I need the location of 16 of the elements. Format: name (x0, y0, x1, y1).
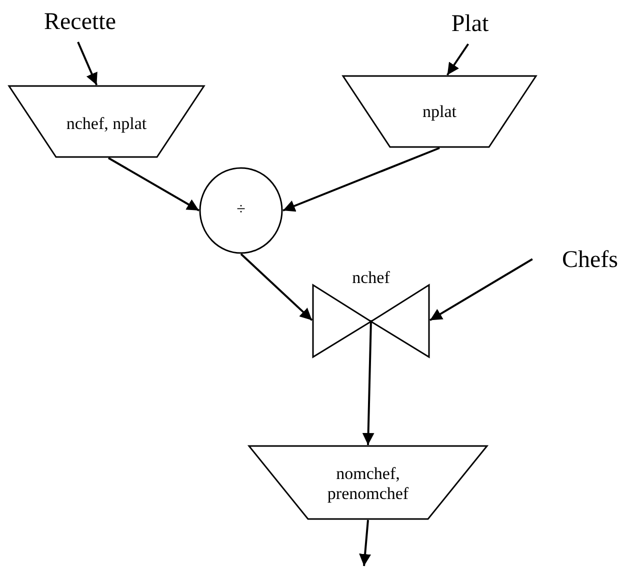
arrow (108, 157, 200, 212)
arrow (446, 43, 470, 76)
attribute-label: nchef, nplat (66, 112, 147, 134)
arrow (77, 42, 98, 86)
relation-label: Chefs (562, 247, 618, 275)
operator-symbol: ÷ (236, 201, 246, 220)
arrow (240, 253, 313, 321)
relation-label: Plat (451, 11, 489, 39)
relation-label: Recette (44, 9, 116, 37)
arrow (359, 520, 372, 566)
arrow (282, 147, 440, 212)
attribute-label: nomchef, prenomchef (326, 462, 410, 504)
arrow (362, 320, 374, 446)
attribute-label: nplat (422, 102, 456, 122)
arrow (429, 258, 533, 322)
attribute-label: nchef (352, 268, 390, 288)
